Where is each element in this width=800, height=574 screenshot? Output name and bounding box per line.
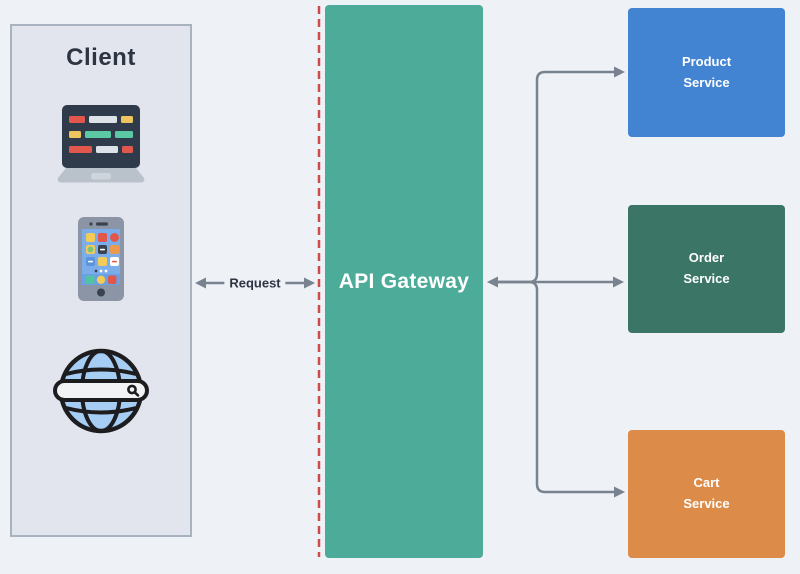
- gateway-product-arrow: [496, 66, 625, 284]
- request-label: Request: [224, 274, 286, 292]
- service-node-cart: Cart Service: [628, 430, 785, 558]
- service-label-product: Product Service: [681, 53, 732, 90]
- client-title: Client: [66, 44, 136, 71]
- service-label-cart: Cart Service: [683, 475, 730, 511]
- smartphone-icon: [78, 217, 124, 301]
- service-node-order: Order Service: [628, 205, 785, 333]
- api-gateway-title: API Gateway: [338, 269, 470, 293]
- laptop-icon: [57, 105, 145, 183]
- service-label-order: Order Service: [683, 250, 730, 286]
- web-browser-globe-search-icon: [53, 348, 149, 434]
- client-group: Client: [10, 24, 192, 537]
- gateway-order-arrow: [487, 276, 624, 288]
- api-gateway-node: API Gateway: [325, 5, 483, 558]
- gateway-cart-arrow: [496, 280, 625, 498]
- service-node-product: Product Service: [628, 8, 785, 137]
